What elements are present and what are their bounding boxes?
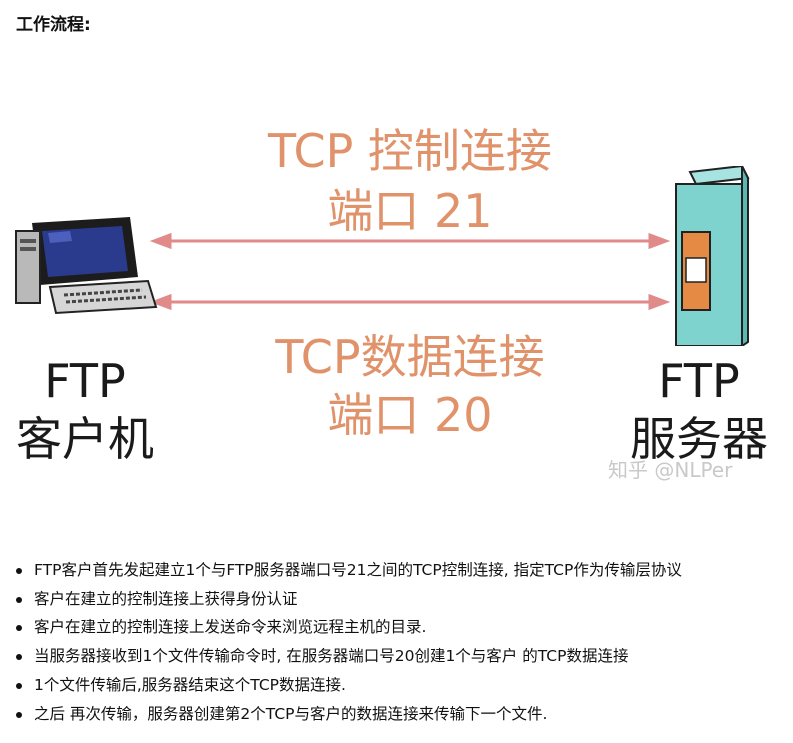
connection-arrows bbox=[149, 232, 671, 311]
bullet-icon bbox=[16, 625, 22, 632]
bullet-icon bbox=[16, 711, 22, 718]
list-item: 1个文件传输后,服务器结束这个TCP数据连接. bbox=[14, 671, 789, 700]
data-arrow-head-left bbox=[149, 293, 172, 311]
data-arrow-head-right bbox=[648, 293, 671, 311]
data-connection-title: TCP数据连接 bbox=[275, 330, 545, 384]
data-connection-port: 端口 20 bbox=[327, 388, 493, 442]
control-connection-port: 端口 21 bbox=[327, 184, 493, 238]
control-connection-title: TCP 控制连接 bbox=[268, 124, 552, 178]
server-label-line2: 服务器 bbox=[630, 412, 768, 466]
control-arrow-head-right bbox=[648, 232, 671, 250]
bullet-icon bbox=[16, 682, 22, 689]
list-item: 当服务器接收到1个文件传输命令时, 在服务器端口号20创建1个与客户 的TCP数… bbox=[14, 642, 789, 671]
computer-icon bbox=[15, 217, 158, 315]
bullet-icon bbox=[16, 596, 22, 603]
list-item: 客户在建立的控制连接上发送命令来浏览远程主机的目录. bbox=[14, 613, 789, 642]
list-item: 客户在建立的控制连接上获得身份认证 bbox=[14, 585, 789, 614]
client-label-line2: 客户机 bbox=[16, 412, 154, 466]
section-heading: 工作流程: bbox=[16, 15, 91, 35]
list-item: FTP客户首先发起建立1个与FTP服务器端口号21之间的TCP控制连接, 指定T… bbox=[14, 556, 789, 585]
control-arrow-head-left bbox=[149, 232, 172, 250]
ftp-diagram: TCP 控制连接 端口 21 TCP数据连接 端口 20 bbox=[0, 60, 793, 510]
bullet-icon bbox=[16, 654, 22, 661]
list-item: 之后 再次传输，服务器创建第2个TCP与客户的数据连接来传输下一个文件. bbox=[14, 700, 789, 729]
client-label-line1: FTP bbox=[44, 354, 126, 408]
bullet-icon bbox=[16, 568, 22, 574]
watermark: 知乎 @NLPer bbox=[608, 458, 733, 482]
server-label-line1: FTP bbox=[658, 354, 740, 408]
workflow-steps-list: FTP客户首先发起建立1个与FTP服务器端口号21之间的TCP控制连接, 指定T… bbox=[14, 556, 789, 728]
server-tower-icon bbox=[675, 166, 750, 346]
